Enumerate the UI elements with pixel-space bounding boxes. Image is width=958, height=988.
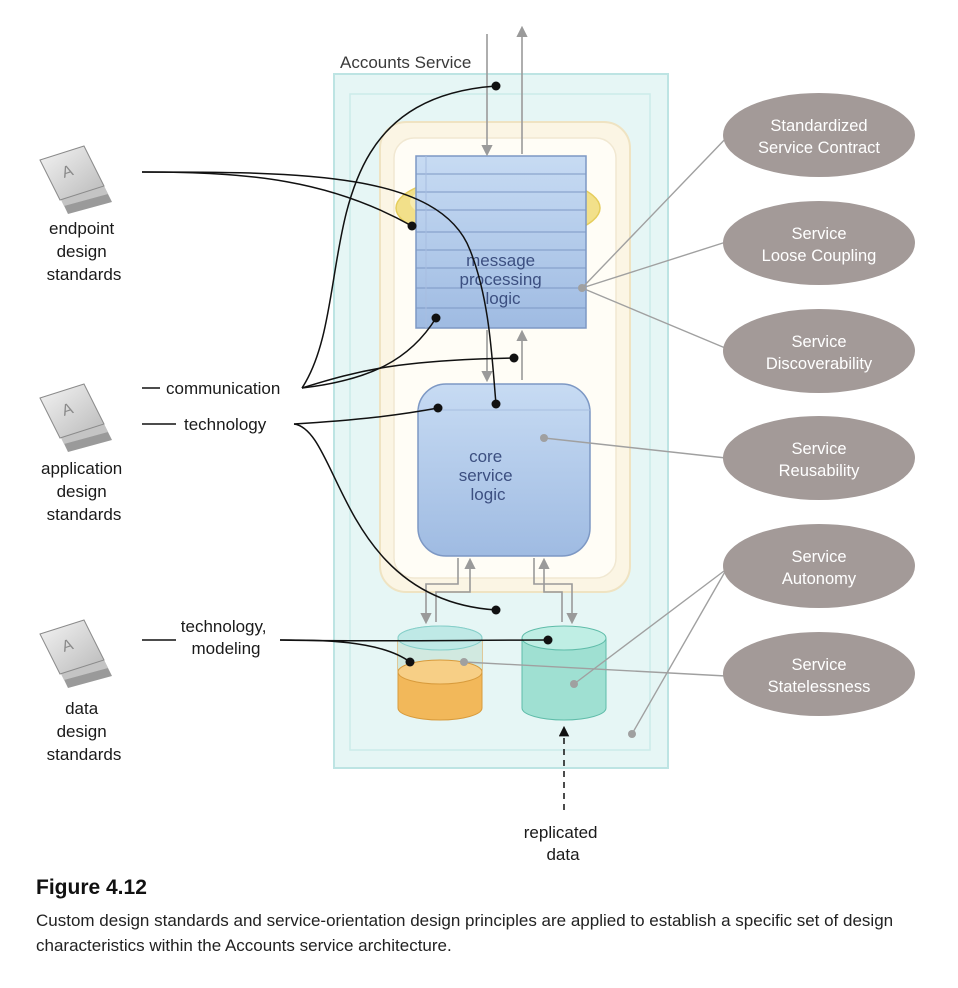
data-standards-label: data design standards xyxy=(47,699,122,764)
data-standards-document-icon: A xyxy=(39,619,112,688)
service-title: Accounts Service xyxy=(340,53,471,72)
application-standards-label: application design standards xyxy=(41,459,127,524)
message-processing-stack xyxy=(415,155,587,329)
flow-arrows xyxy=(420,25,578,625)
database-teal xyxy=(521,625,607,721)
technology-label: technology xyxy=(184,415,267,434)
database-orange xyxy=(397,625,483,721)
figure-caption: Custom design standards and service-orie… xyxy=(36,911,894,955)
endpoint-standards-label: endpoint design standards xyxy=(47,219,122,284)
principle-connectors xyxy=(463,133,731,735)
application-standards-document-icon: A xyxy=(39,383,112,452)
technology-modeling-label: technology, modeling xyxy=(181,617,271,658)
figure-caption-block: Figure 4.12 Custom design standards and … xyxy=(36,876,936,958)
connector-endpoints xyxy=(405,81,553,667)
core-service-logic-box xyxy=(417,383,591,557)
core-logic-label: core service logic xyxy=(459,447,518,504)
communication-label: communication xyxy=(166,379,280,398)
standards-connectors xyxy=(141,85,549,663)
endpoint-standards-document-icon: A xyxy=(39,145,112,214)
figure-title: Figure 4.12 xyxy=(36,876,147,899)
diagram-canvas: Accounts Service message processing logi… xyxy=(39,25,915,864)
principle-endpoints xyxy=(460,284,636,738)
replicated-data-label: replicated data xyxy=(524,823,602,864)
